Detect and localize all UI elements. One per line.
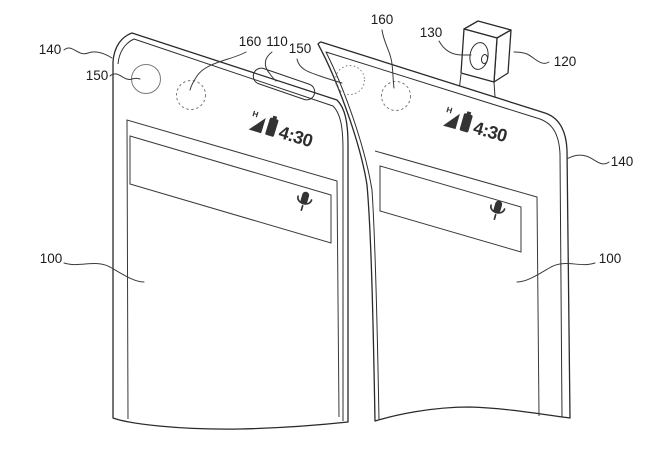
ref-label-150-left: 150 <box>86 68 109 83</box>
battery-icon <box>459 113 473 133</box>
battery-icon <box>265 117 279 137</box>
ref-label-120: 120 <box>554 54 577 69</box>
leader-160-left <box>189 51 247 91</box>
leader-130 <box>438 40 472 56</box>
right-phone-camera-dotted-circle <box>335 65 365 95</box>
battery-terminal <box>466 111 472 116</box>
left-phone-bezel-line <box>117 38 344 421</box>
right-phone-outline <box>317 41 571 422</box>
ref-label-160-right: 160 <box>371 12 394 27</box>
battery-terminal <box>272 115 278 120</box>
ref-label-100-right: 100 <box>599 251 622 266</box>
left-phone-earpiece <box>252 67 316 101</box>
right-phone-bezel-line <box>325 51 563 421</box>
right-phone-search-bar <box>379 165 522 253</box>
ref-label-150-right: 150 <box>289 41 312 56</box>
leader-120 <box>513 51 550 64</box>
popup-camera-module <box>459 20 512 98</box>
leader-140-right <box>566 154 610 165</box>
leader-100-left <box>63 262 145 283</box>
popup-module-front-face <box>460 28 498 83</box>
right-phone-hidden-camera-dashed-circle <box>381 81 411 111</box>
popup-module-slot-line-left <box>459 73 462 88</box>
left-phone-search-bar <box>129 135 332 244</box>
microphone-icon <box>297 191 313 211</box>
popup-camera-lens-highlight <box>480 54 489 64</box>
popup-module-slot-line-right <box>493 81 496 98</box>
microphone-icon <box>490 200 506 220</box>
left-phone: H 4:30 <box>112 32 349 430</box>
leader-160-right <box>381 29 395 89</box>
ref-label-140-right: 140 <box>611 154 634 169</box>
ref-label-100-left: 100 <box>40 251 63 266</box>
leader-100-right <box>516 262 596 283</box>
leader-140-left <box>63 47 113 59</box>
leader-lines <box>63 29 610 283</box>
network-type-indicator: H <box>251 109 259 119</box>
ref-label-140-left: 140 <box>39 42 62 57</box>
signal-strength-icon <box>442 113 460 130</box>
reference-labels: 140 150 160 110 150 160 130 120 140 100 … <box>39 12 634 266</box>
left-phone-hidden-camera-dashed-circle <box>176 80 206 110</box>
right-phone: H 4:30 <box>317 41 571 422</box>
leader-150-right <box>296 58 343 84</box>
leader-150-left <box>109 73 141 80</box>
left-phone-outline <box>112 32 349 430</box>
leader-110 <box>264 51 277 82</box>
signal-strength-icon <box>248 118 266 134</box>
network-type-indicator: H <box>445 105 453 115</box>
ref-label-160-left: 160 <box>239 34 262 49</box>
left-phone-screen-outline <box>126 119 340 420</box>
ref-label-110: 110 <box>266 34 288 49</box>
right-phone-screen-outline <box>374 150 540 417</box>
ref-label-130: 130 <box>420 25 443 40</box>
